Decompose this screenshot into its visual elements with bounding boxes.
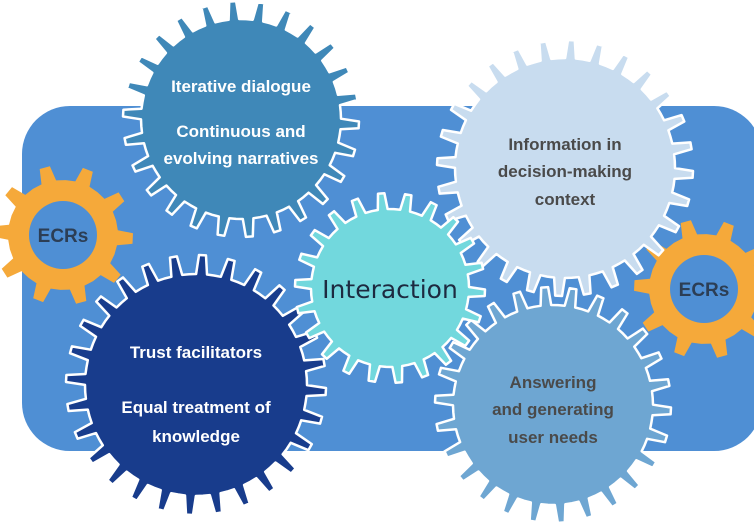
trust-line2: Equal treatment of xyxy=(121,398,271,417)
iterative-line2: Continuous and xyxy=(176,122,305,141)
information-gear: Information in decision-making context xyxy=(435,38,695,298)
ecr-right-gear: ECRs xyxy=(634,220,754,358)
ecr-left-hole xyxy=(29,201,97,269)
information-line3: context xyxy=(535,190,596,209)
iterative-gear-icon xyxy=(121,0,361,239)
trust-gear-icon xyxy=(64,253,328,517)
iterative-line1: Iterative dialogue xyxy=(171,77,311,96)
answering-line1: Answering xyxy=(510,373,597,392)
interaction-gear-icon xyxy=(293,191,487,385)
ecr-right-hole xyxy=(670,255,738,323)
trust-line3: knowledge xyxy=(152,427,240,446)
iterative-line3: evolving narratives xyxy=(164,149,319,168)
interaction-gear: Interaction xyxy=(293,191,487,385)
trust-line1: Trust facilitators xyxy=(130,343,262,362)
answering-line2: and generating xyxy=(492,400,614,419)
answering-gear: Answering and generating user needs xyxy=(433,285,673,525)
ecr-right-label: ECRs xyxy=(679,280,730,301)
information-line1: Information in xyxy=(508,135,621,154)
ecr-left-gear: ECRs xyxy=(0,166,133,304)
answering-gear-icon xyxy=(433,285,673,525)
ecr-left-label: ECRs xyxy=(38,226,89,247)
interaction-label: Interaction xyxy=(322,275,458,304)
iterative-gear: Iterative dialogue Continuous and evolvi… xyxy=(121,0,361,239)
answering-line3: user needs xyxy=(508,428,598,447)
information-gear-icon xyxy=(435,38,695,298)
information-line2: decision-making xyxy=(498,162,632,181)
trust-gear: Trust facilitators Equal treatment of kn… xyxy=(64,253,328,517)
